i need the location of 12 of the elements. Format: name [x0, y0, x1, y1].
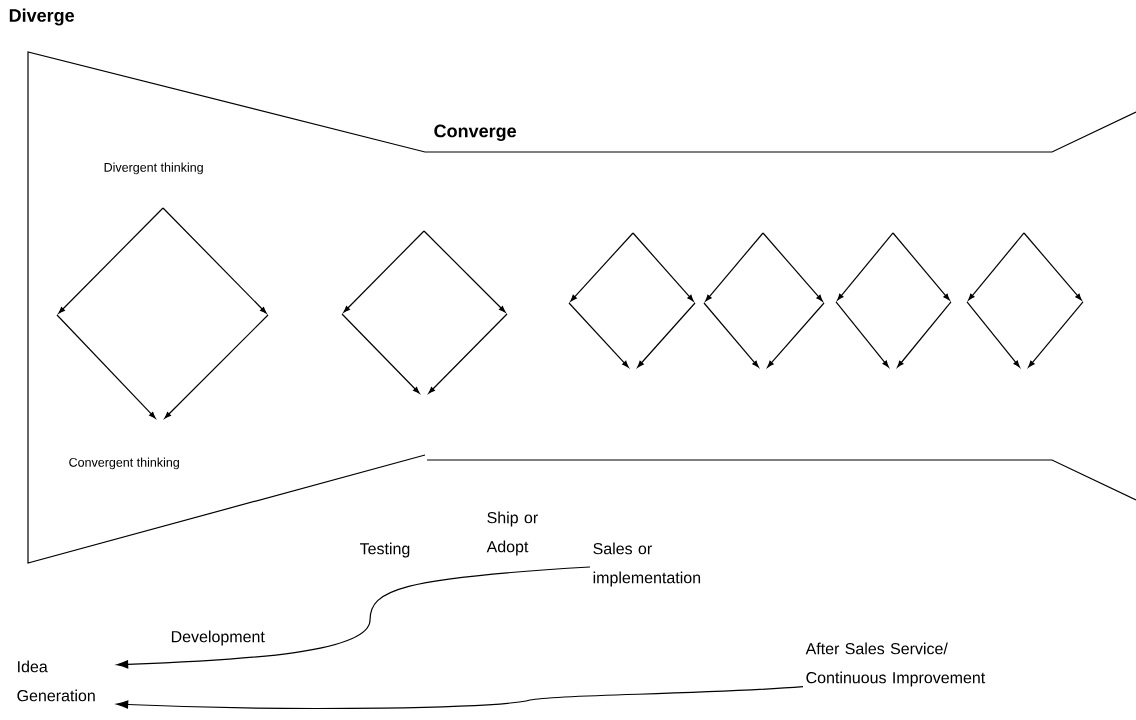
arrow	[116, 566, 591, 669]
heading: Converge	[434, 124, 516, 141]
stage-label: Idea Generation	[17, 660, 95, 702]
stage-label: Testing	[359, 542, 410, 558]
annotation: Divergent thinking	[104, 162, 203, 175]
stage-label: Sales or implementation	[593, 542, 701, 587]
stage-label: Development	[171, 630, 265, 646]
stage-label: Ship or Adopt	[486, 511, 538, 556]
annotation: Convergent thinking	[69, 457, 179, 470]
arrow	[116, 686, 804, 710]
heading: Diverge	[9, 8, 74, 26]
stage-label: After Sales Service/ Continuous Improvement	[805, 642, 986, 687]
